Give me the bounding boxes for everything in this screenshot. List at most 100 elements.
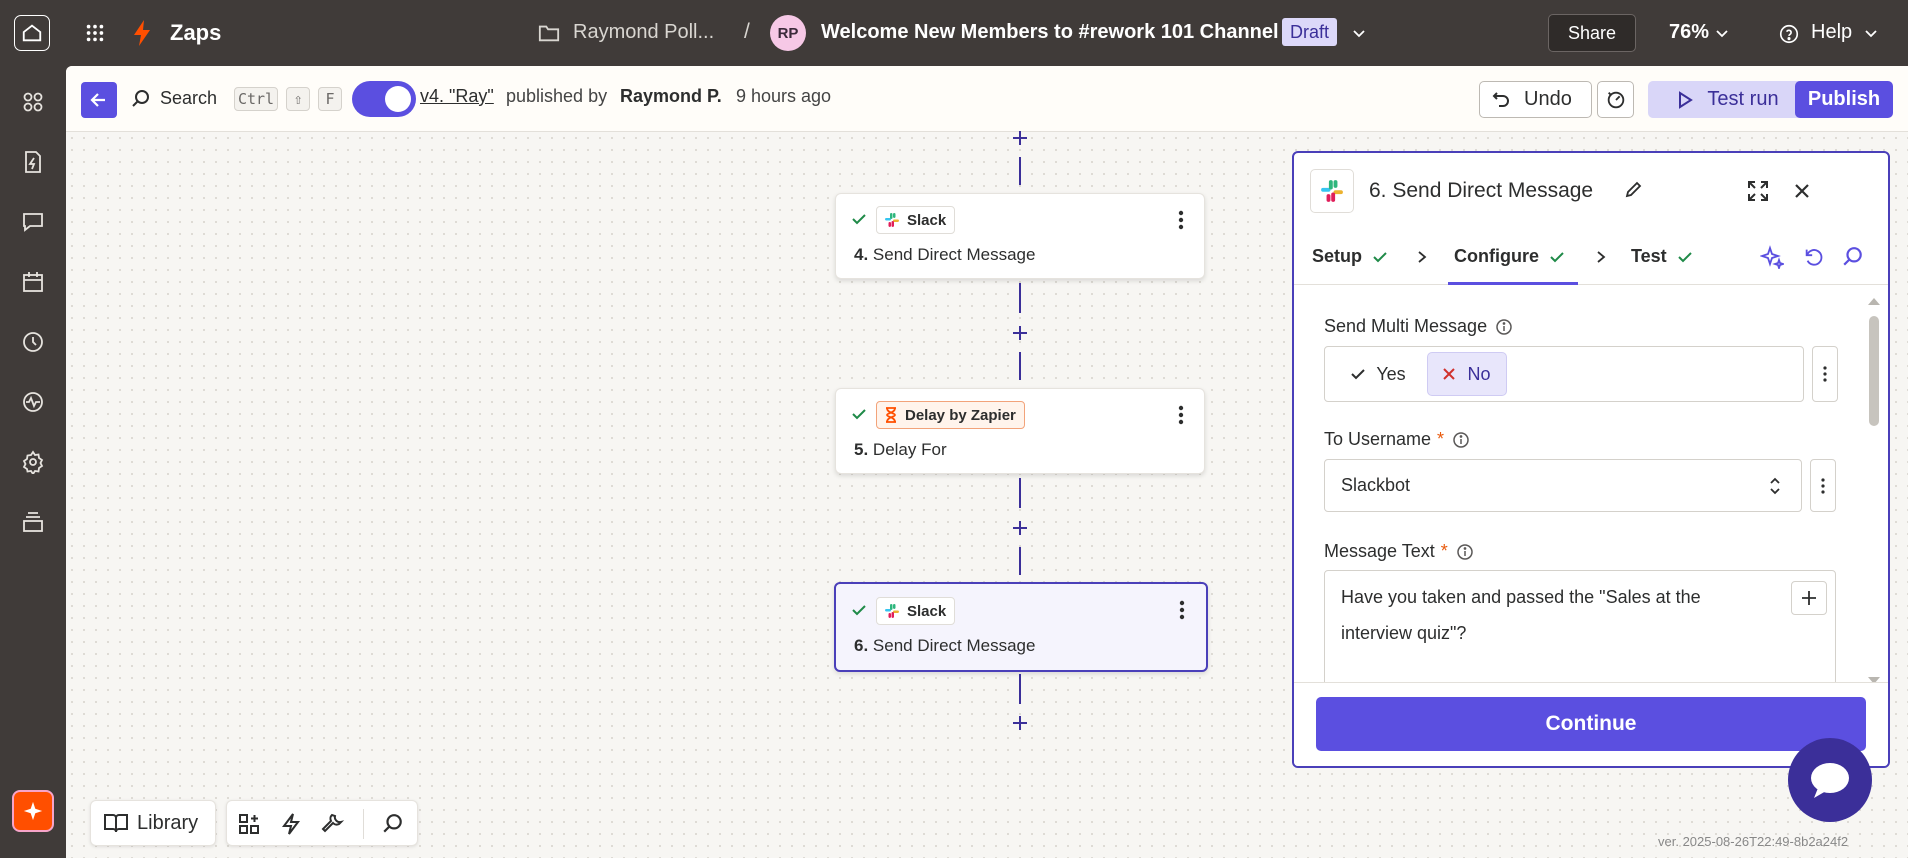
book-icon: [104, 814, 128, 833]
field-options-button[interactable]: [1810, 459, 1836, 512]
label-text: To Username: [1324, 429, 1432, 449]
main-area: Search Ctrl ⇧ F v4. "Ray" published by R…: [66, 66, 1908, 858]
shortcut-key-f: F: [318, 87, 342, 111]
check-icon: [850, 210, 868, 228]
connector-line: [1019, 547, 1021, 575]
yes-option[interactable]: Yes: [1333, 352, 1423, 396]
comment-search-icon[interactable]: [1839, 243, 1867, 271]
select-value: Slackbot: [1341, 475, 1411, 495]
home-icon[interactable]: [14, 15, 50, 51]
add-step-button[interactable]: [1009, 322, 1031, 344]
zap-file-icon[interactable]: [19, 148, 47, 176]
app-name[interactable]: Zaps: [170, 20, 222, 45]
library-button[interactable]: Library: [90, 800, 216, 846]
continue-button[interactable]: Continue: [1316, 697, 1866, 751]
step-card-6[interactable]: Slack 6. Send Direct Message: [834, 582, 1208, 672]
editor-toolbar: Search Ctrl ⇧ F v4. "Ray" published by R…: [66, 66, 1908, 132]
help-icon[interactable]: [1777, 22, 1801, 46]
multi-message-label: Send Multi Message: [1324, 316, 1513, 337]
search-label[interactable]: Search: [160, 88, 218, 108]
no-option[interactable]: No: [1427, 352, 1507, 396]
form-area[interactable]: Send Multi Message Yes No To Username *: [1294, 286, 1888, 696]
avatar[interactable]: RP: [770, 15, 806, 51]
ai-copilot-icon[interactable]: [12, 790, 54, 832]
folder-name[interactable]: Raymond Poll...: [573, 21, 715, 43]
help-label[interactable]: Help: [1811, 21, 1853, 43]
zap-title[interactable]: Welcome New Members to #rework 101 Chann…: [821, 21, 1279, 43]
scroll-up-arrow-icon[interactable]: [1866, 294, 1882, 308]
step-card-5[interactable]: Delay by Zapier 5. Delay For: [835, 388, 1205, 474]
zap-bolt-icon: [128, 18, 156, 48]
folder-icon: [536, 21, 562, 45]
insert-data-plus-icon[interactable]: [1791, 581, 1827, 615]
activity-icon[interactable]: [19, 388, 47, 416]
add-step-button[interactable]: [1009, 517, 1031, 539]
pencil-edit-icon[interactable]: [1622, 179, 1644, 201]
scroll-down-arrow-icon[interactable]: [1866, 674, 1882, 688]
layers-icon[interactable]: [19, 508, 47, 536]
history-icon[interactable]: [19, 328, 47, 356]
tab-test[interactable]: Test: [1631, 246, 1693, 267]
support-chat-icon[interactable]: [1788, 738, 1872, 822]
step-title: 4. Send Direct Message: [854, 245, 1035, 265]
components-grid-icon[interactable]: [235, 811, 263, 837]
chevron-down-icon[interactable]: [1348, 22, 1370, 44]
refresh-icon[interactable]: [1800, 243, 1828, 271]
close-icon[interactable]: [1788, 177, 1816, 205]
check-icon: [1677, 251, 1692, 262]
tab-label: Test: [1631, 246, 1667, 266]
scrollbar-thumb[interactable]: [1869, 316, 1879, 426]
more-vertical-icon[interactable]: [1171, 598, 1193, 622]
zoom-level[interactable]: 76%: [1669, 21, 1710, 43]
toggle-knob: [385, 86, 411, 112]
tab-setup[interactable]: Setup: [1312, 246, 1388, 267]
time-ago: 9 hours ago: [736, 86, 832, 106]
settings-gear-icon[interactable]: [19, 448, 47, 476]
panel-footer: Continue: [1294, 682, 1888, 766]
close-x-icon: [1443, 368, 1456, 380]
wrench-icon[interactable]: [319, 811, 347, 837]
search-icon[interactable]: [130, 88, 152, 110]
back-arrow-icon[interactable]: [81, 82, 117, 118]
test-run-button[interactable]: Test run: [1648, 81, 1808, 118]
calendar-icon[interactable]: [19, 268, 47, 296]
apps-grid-icon[interactable]: [82, 20, 108, 46]
step-card-4[interactable]: Slack 4. Send Direct Message: [835, 193, 1205, 279]
apps-icon[interactable]: [19, 88, 47, 116]
tab-configure[interactable]: Configure: [1454, 246, 1565, 267]
to-username-select[interactable]: Slackbot: [1324, 459, 1802, 512]
check-icon: [1373, 251, 1387, 262]
share-button[interactable]: Share: [1548, 14, 1636, 52]
publish-toggle[interactable]: [352, 81, 416, 117]
help-chevron-down-icon[interactable]: [1860, 22, 1882, 44]
info-icon[interactable]: [1495, 318, 1513, 336]
app-name-label: Slack: [907, 211, 947, 229]
breadcrumb-separator: /: [744, 20, 750, 43]
publish-button[interactable]: Publish: [1795, 81, 1893, 118]
canvas-tools: [226, 800, 418, 846]
search-icon[interactable]: [379, 811, 407, 837]
field-options-button[interactable]: [1812, 346, 1838, 402]
chat-icon[interactable]: [19, 208, 47, 236]
label-text: Message Text: [1324, 541, 1435, 561]
add-step-button[interactable]: [1009, 127, 1031, 149]
panel-title[interactable]: 6. Send Direct Message: [1369, 179, 1594, 202]
undo-button[interactable]: Undo: [1479, 81, 1592, 118]
tab-label: Configure: [1454, 246, 1539, 266]
add-step-button[interactable]: [1009, 712, 1031, 734]
version-link[interactable]: v4. "Ray": [420, 86, 494, 106]
expand-icon[interactable]: [1744, 177, 1772, 205]
message-text-field[interactable]: Have you taken and passed the "Sales at …: [1324, 570, 1836, 696]
bolt-icon[interactable]: [277, 811, 305, 837]
ai-sparkle-icon[interactable]: [1758, 243, 1786, 271]
info-icon[interactable]: [1452, 431, 1470, 449]
more-vertical-icon[interactable]: [1170, 403, 1192, 427]
message-line-1: Have you taken and passed the "Sales at …: [1341, 587, 1701, 607]
zoom-chevron-down-icon[interactable]: [1711, 22, 1733, 44]
app-name-label: Delay by Zapier: [905, 406, 1016, 424]
info-icon[interactable]: [1456, 543, 1474, 561]
history-timer-icon[interactable]: [1597, 81, 1634, 118]
message-line-2: interview quiz"?: [1341, 623, 1467, 643]
more-vertical-icon[interactable]: [1170, 208, 1192, 232]
step-title: 5. Delay For: [854, 440, 947, 460]
